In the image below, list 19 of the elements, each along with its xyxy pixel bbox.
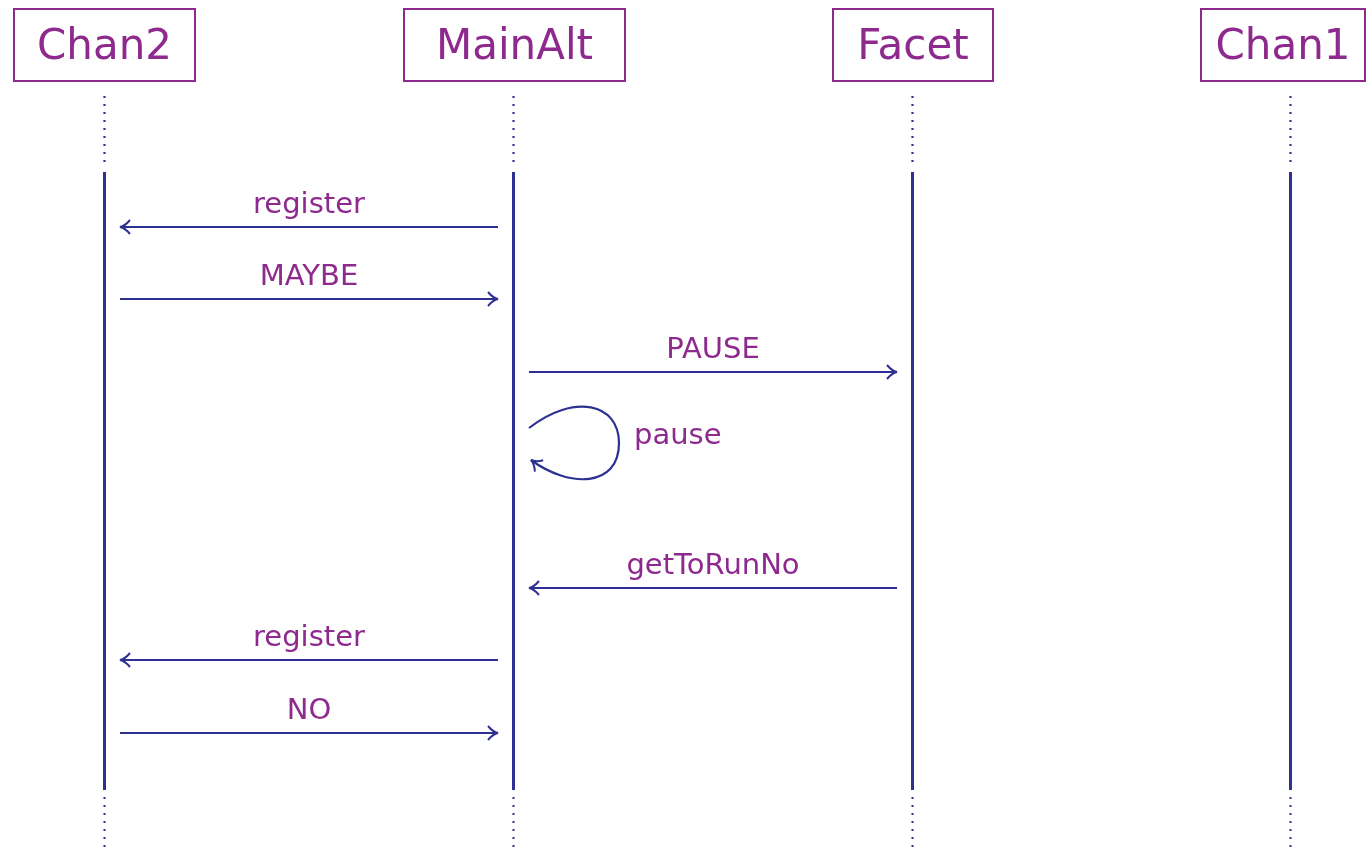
edge-label: MAYBE xyxy=(259,261,359,290)
dotted-line xyxy=(1289,96,1292,162)
edge-label: pause xyxy=(634,420,722,449)
lifeline-bar xyxy=(911,172,914,790)
edge-label: register xyxy=(253,622,365,651)
lifeline-bar xyxy=(512,172,515,790)
dotted-line xyxy=(512,96,515,162)
edge-label: register xyxy=(253,189,365,218)
participant-box: MainAlt xyxy=(403,8,626,82)
dotted-line xyxy=(911,96,914,162)
edge-label: getToRunNo xyxy=(626,550,800,579)
dotted-line xyxy=(103,96,106,162)
participant-box: Chan1 xyxy=(1200,8,1366,82)
edge-label: NO xyxy=(286,695,332,724)
lifeline-bar xyxy=(103,172,106,790)
participant-box: Facet xyxy=(832,8,994,82)
participant-box: Chan2 xyxy=(13,8,196,82)
lifeline-bar xyxy=(1289,172,1292,790)
edge-label: PAUSE xyxy=(666,334,760,363)
